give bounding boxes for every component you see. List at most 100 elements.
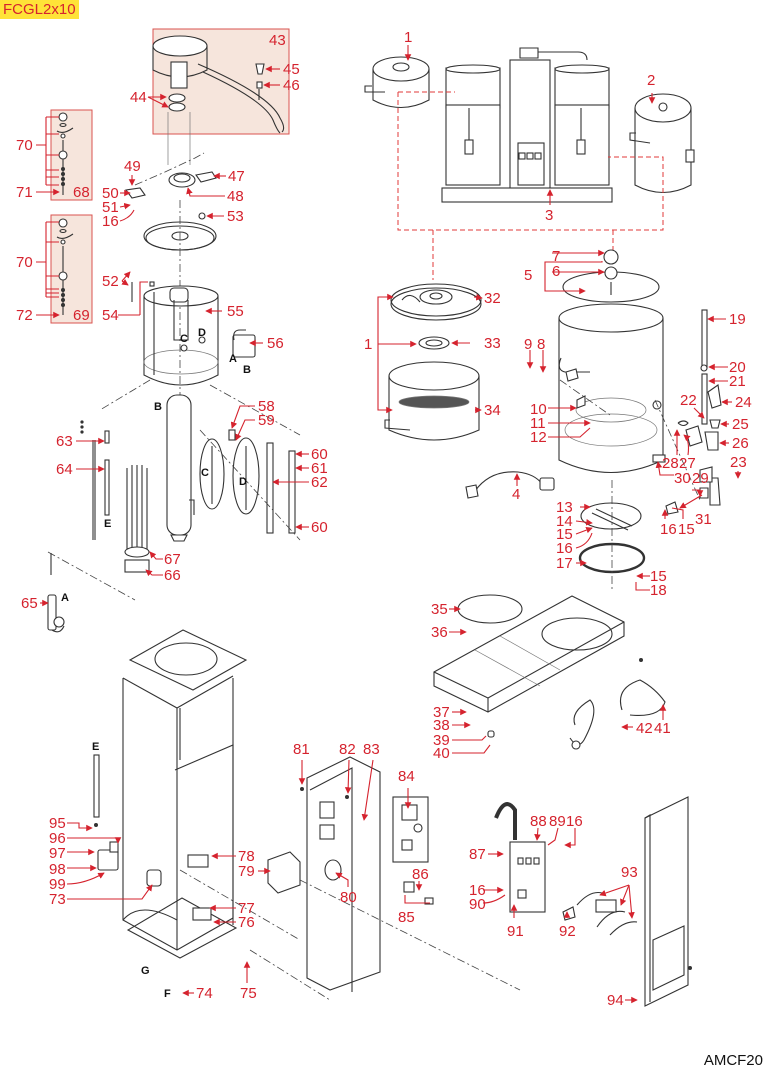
part-label-20: 20 — [729, 359, 746, 376]
heating-element-drawing — [47, 465, 150, 601]
side-panel-drawing — [644, 796, 692, 1007]
part-label-64: 64 — [56, 461, 73, 478]
heat-exchanger-drawing — [166, 394, 195, 542]
part-label-35: 35 — [431, 601, 448, 618]
document-code: AMCF20 — [703, 1052, 763, 1069]
power-cord-drawing — [465, 471, 555, 499]
part-label-69: 69 — [73, 307, 90, 324]
part-label-37: 37 — [433, 704, 450, 721]
part-label-84: 84 — [398, 768, 415, 785]
part-label-65: 65 — [21, 595, 38, 612]
spout-assembly-drawing — [152, 35, 285, 165]
part-label-98: 98 — [49, 861, 66, 878]
part-label-76: 76 — [238, 914, 255, 931]
part-label-83: 83 — [363, 741, 380, 758]
part-label-59: 59 — [258, 412, 275, 429]
part-label-16-panel-top: 16 — [566, 813, 583, 830]
ref-letter-e-bottom: E — [92, 741, 99, 753]
coffee-machine-overview-drawing — [441, 47, 613, 203]
control-panel-drawing — [494, 802, 638, 936]
part-label-31: 31 — [695, 511, 712, 528]
urn-tank-drawing — [558, 249, 701, 501]
part-label-1: 1 — [404, 29, 412, 46]
element-tube-drawing — [93, 754, 100, 827]
part-label-39: 39 — [433, 732, 450, 749]
control-bracket-drawing — [179, 756, 521, 1001]
ref-letter-f: F — [164, 988, 171, 1000]
part-label-5: 5 — [524, 267, 532, 284]
part-label-33: 33 — [484, 335, 501, 352]
part-label-88: 88 — [530, 813, 547, 830]
thermostat-drawing — [47, 553, 65, 633]
housing-column-drawing — [97, 629, 248, 959]
brew-basket-drawing — [384, 283, 482, 441]
part-labels: 1 2 3 1 32 33 34 5 6 7 8 9 10 11 12 19 2… — [16, 29, 752, 1009]
part-label-15-valve: 15 — [678, 521, 695, 538]
part-label-89: 89 — [549, 813, 566, 830]
ref-letter-a-top: A — [229, 353, 237, 365]
urn-overview-drawing — [629, 93, 695, 194]
part-label-67: 67 — [164, 551, 181, 568]
part-label-96: 96 — [49, 830, 66, 847]
part-label-56: 56 — [267, 335, 284, 352]
part-label-2: 2 — [647, 72, 655, 89]
ref-letter-b-bottom: B — [154, 401, 162, 413]
valve-assembly-69-box — [50, 214, 93, 324]
boiler-tank-drawing — [99, 281, 301, 436]
part-label-51: 51 — [102, 199, 119, 216]
part-label-21: 21 — [729, 373, 746, 390]
drip-tray-drawing — [433, 594, 666, 750]
part-label-77: 77 — [238, 900, 255, 917]
brew-basket-overview-drawing — [364, 56, 430, 109]
part-label-52: 52 — [102, 273, 119, 290]
part-label-86: 86 — [412, 866, 429, 883]
part-label-47: 47 — [228, 168, 245, 185]
part-label-3: 3 — [545, 207, 553, 224]
ref-letter-b-top: B — [243, 364, 251, 376]
part-label-60-top: 60 — [311, 446, 328, 463]
part-label-17: 17 — [556, 555, 573, 572]
part-label-60-bottom: 60 — [311, 519, 328, 536]
part-label-63: 63 — [56, 433, 73, 450]
part-label-74: 74 — [196, 985, 213, 1002]
part-label-99: 99 — [49, 876, 66, 893]
part-label-45: 45 — [283, 61, 300, 78]
part-label-29: 29 — [692, 470, 709, 487]
part-label-50: 50 — [102, 185, 119, 202]
part-label-55: 55 — [227, 303, 244, 320]
reference-letters: A A B B C C D D E E F G — [61, 327, 251, 1000]
tubes-drawing — [80, 420, 110, 540]
part-label-68: 68 — [73, 184, 90, 201]
part-label-91: 91 — [507, 923, 524, 940]
part-label-46: 46 — [283, 77, 300, 94]
part-label-15: 15 — [556, 526, 573, 543]
part-label-10: 10 — [530, 401, 547, 418]
leader-lines — [36, 45, 742, 1004]
part-label-70-upper: 70 — [16, 137, 33, 154]
part-label-16: 16 — [556, 540, 573, 557]
part-label-72: 72 — [16, 307, 33, 324]
part-label-80: 80 — [340, 889, 357, 906]
part-label-87: 87 — [469, 846, 486, 863]
part-label-94: 94 — [607, 992, 624, 1009]
ref-letter-g: G — [141, 965, 150, 977]
part-label-90: 90 — [469, 896, 486, 913]
part-label-26: 26 — [732, 435, 749, 452]
part-label-81: 81 — [293, 741, 310, 758]
part-label-41: 41 — [654, 720, 671, 737]
ref-letter-a-bottom: A — [61, 592, 69, 604]
part-label-85: 85 — [398, 909, 415, 926]
ref-letter-d-bottom: D — [239, 476, 247, 488]
part-label-13: 13 — [556, 499, 573, 516]
part-label-15-ring: 15 — [650, 568, 667, 585]
part-label-7: 7 — [552, 248, 560, 265]
part-label-38: 38 — [433, 717, 450, 734]
part-label-40: 40 — [433, 745, 450, 762]
part-label-6: 6 — [552, 263, 560, 280]
part-label-48: 48 — [227, 188, 244, 205]
part-label-78: 78 — [238, 848, 255, 865]
part-label-18: 18 — [650, 582, 667, 599]
part-label-71: 71 — [16, 184, 33, 201]
part-label-22: 22 — [680, 392, 697, 409]
part-label-27: 27 — [679, 455, 696, 472]
